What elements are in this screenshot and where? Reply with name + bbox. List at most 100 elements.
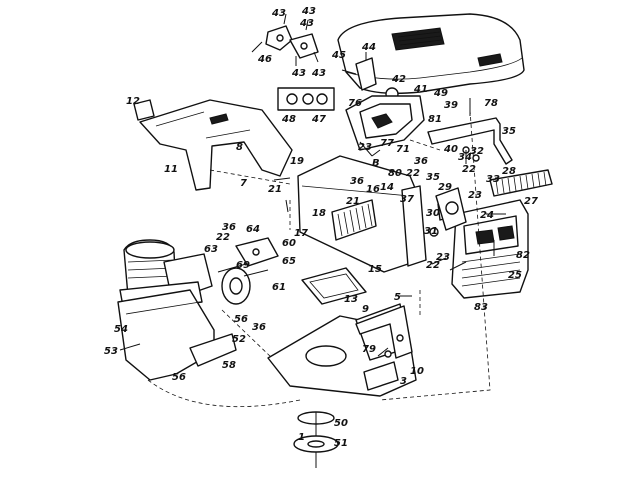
callout-labels: 43 43 43 43 43 46 44 45 42 76 41 49 39 7… [104,6,538,449]
callout-21-b: 21 [346,196,360,207]
callout-41: 41 [413,84,428,95]
callout-36-b: 36 [350,176,364,187]
callout-35-a: 35 [502,126,516,137]
callout-79: 79 [362,344,376,355]
hood-vents [391,27,445,51]
front-axle-bar-part [427,98,513,165]
callout-23-a: 23 [358,142,372,153]
callout-17: 17 [294,228,308,239]
callout-27: 27 [524,196,538,207]
callout-28: 28 [502,166,516,177]
lower-pulley-part [293,411,339,468]
callout-78: 78 [484,98,498,109]
callout-48: 48 [281,114,296,125]
callout-43-d: 43 [291,68,306,79]
callout-44: 44 [361,42,376,53]
callout-b: B [372,158,380,169]
callout-65: 65 [282,256,296,267]
callout-45: 45 [331,50,346,61]
callout-23-b: 23 [468,190,482,201]
hardware-strip-part [277,87,335,111]
chute-part [117,289,237,381]
callout-43-c: 43 [299,18,314,29]
callout-19: 19 [290,156,304,167]
callout-12: 12 [126,96,140,107]
leader-lines [119,109,506,408]
callout-81: 81 [428,114,442,125]
steering-support-part [429,187,467,237]
callout-54: 54 [114,324,128,335]
callout-8: 8 [236,142,243,153]
callout-80: 80 [388,168,402,179]
callout-10: 10 [410,366,424,377]
callout-83: 83 [474,302,488,313]
callout-56-b: 56 [172,372,186,383]
bracket-part-9 [355,305,413,359]
callout-64: 64 [246,224,260,235]
callout-77: 77 [380,138,394,149]
callout-7: 7 [240,178,247,189]
callout-1: 1 [298,432,305,443]
callout-33: 33 [486,174,500,185]
callout-50: 50 [334,418,348,429]
callout-46: 46 [257,54,272,65]
callout-3: 3 [400,376,407,387]
callout-22-d: 22 [216,232,230,243]
callout-13: 13 [344,294,358,305]
callout-25: 25 [508,270,522,281]
callout-71: 71 [396,144,410,155]
callout-11: 11 [164,164,178,175]
callout-35-b: 35 [426,172,440,183]
callout-39: 39 [444,100,458,111]
callout-42: 42 [391,74,406,85]
pan-part [301,267,367,305]
callout-30: 30 [426,208,440,219]
callout-69: 69 [236,260,250,271]
bracket-part-64 [235,237,279,267]
pulley-assembly [217,263,269,305]
callout-23-c: 23 [436,252,450,263]
callout-31: 31 [424,226,438,237]
callout-22-c: 22 [426,260,440,271]
hood-part [337,13,525,95]
callout-61: 61 [272,282,286,293]
callout-51: 51 [334,438,348,449]
callout-82: 82 [516,250,530,261]
callout-36-a: 36 [414,156,428,167]
callout-32: 32 [470,146,484,157]
fender-part [133,99,293,191]
callout-21-a: 21 [268,184,282,195]
dash-panel-part [345,95,425,151]
callout-36-c: 36 [222,222,236,233]
callout-14: 14 [380,182,394,193]
callout-22-a: 22 [406,168,420,179]
callout-5: 5 [394,292,401,303]
callout-52: 52 [232,334,246,345]
callout-40: 40 [443,144,458,155]
callout-43-a: 43 [271,8,286,19]
callout-76: 76 [348,98,362,109]
side-panel-part [297,155,427,273]
callout-9: 9 [362,304,369,315]
callout-56-a: 56 [234,314,248,325]
callout-22-b: 22 [462,164,476,175]
callout-49: 49 [433,88,448,99]
callout-47: 47 [311,114,326,125]
callout-37: 37 [400,194,414,205]
callout-34: 34 [458,152,472,163]
callout-63: 63 [204,244,218,255]
callout-24: 24 [480,210,494,221]
callout-60: 60 [282,238,296,249]
bracket-assembly-43 [251,13,319,66]
callout-18: 18 [312,208,326,219]
callout-36-d: 36 [252,322,266,333]
callout-15: 15 [368,264,382,275]
grille-part [489,169,553,197]
callout-29: 29 [438,182,452,193]
callout-16: 16 [366,184,380,195]
callout-58: 58 [222,360,236,371]
callout-43-e: 43 [311,68,326,79]
callout-43-b: 43 [301,6,316,17]
callout-53: 53 [104,346,118,357]
